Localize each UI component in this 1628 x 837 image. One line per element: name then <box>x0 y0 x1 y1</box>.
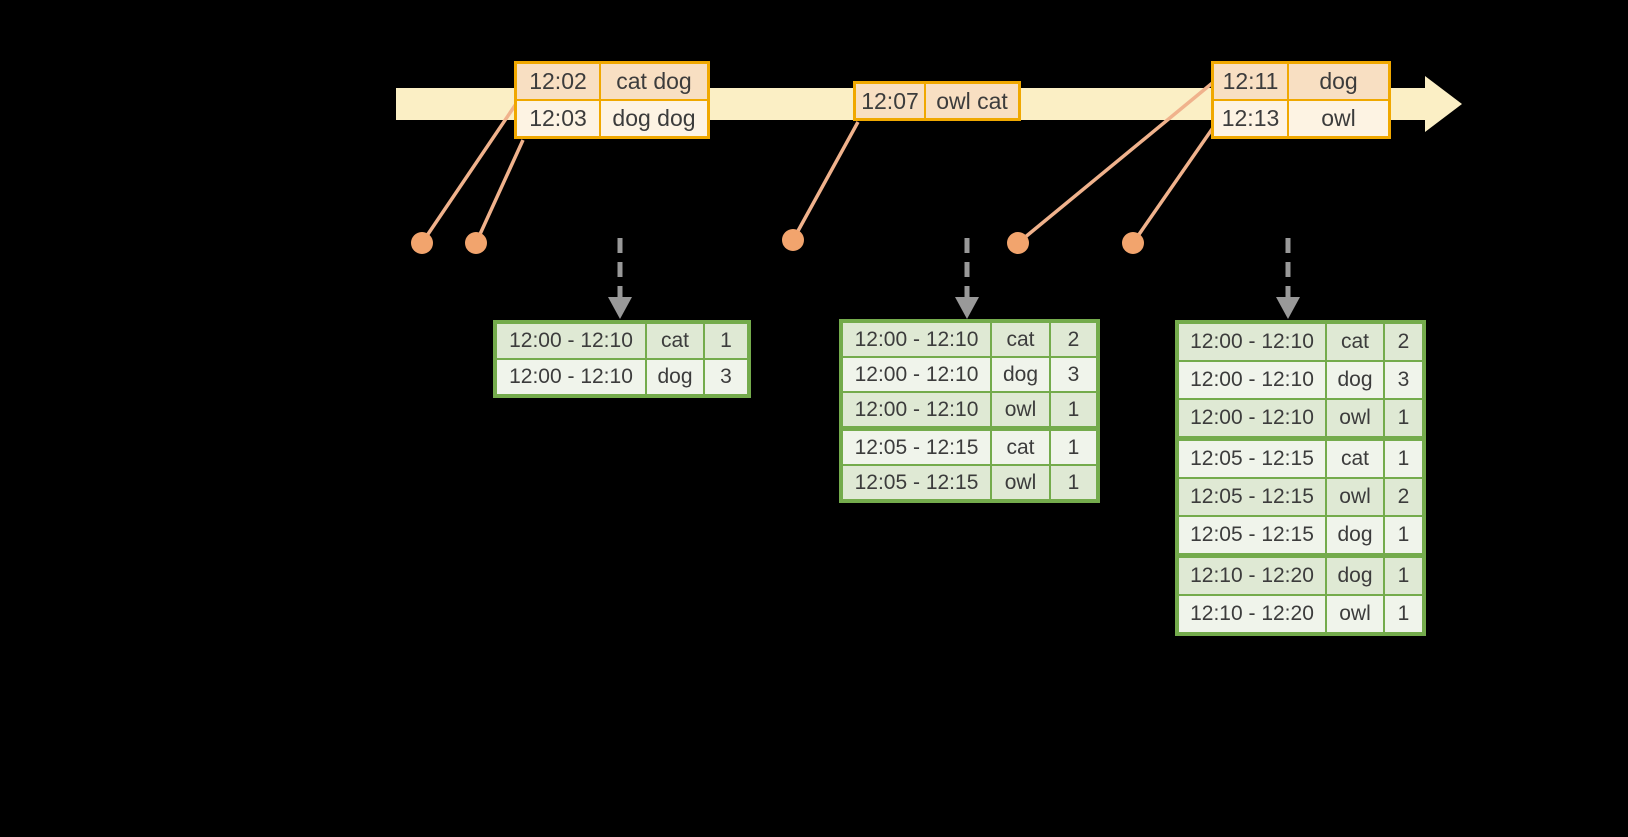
window-cell: 12:00 - 12:10 <box>1179 362 1325 398</box>
result-row: 12:00 - 12:10 cat 2 <box>1179 324 1422 360</box>
window-cell: 12:10 - 12:20 <box>1179 558 1325 594</box>
window-cell: 12:00 - 12:10 <box>1179 324 1325 360</box>
event-words: owl <box>1289 101 1388 136</box>
event-connector-line <box>791 121 860 241</box>
trigger-arrows <box>608 238 1300 319</box>
count-cell: 1 <box>1385 517 1422 553</box>
result-row: 12:05 - 12:15 owl 1 <box>843 466 1096 499</box>
window-cell: 12:05 - 12:15 <box>1179 517 1325 553</box>
event-dot <box>1122 232 1144 254</box>
event-connectors <box>420 78 1219 245</box>
event-dots <box>411 229 1144 254</box>
result-row: 12:00 - 12:10 dog 3 <box>1179 362 1422 398</box>
result-row: 12:10 - 12:20 owl 1 <box>1179 596 1422 632</box>
window-cell: 12:00 - 12:10 <box>843 323 990 356</box>
event-row: 12:07 owl cat <box>856 84 1018 118</box>
event-connector-line <box>420 100 520 244</box>
result-row: 12:05 - 12:15 dog 1 <box>1179 517 1422 553</box>
result-table-2: 12:00 - 12:10 cat 2 12:00 - 12:10 dog 3 … <box>839 319 1100 503</box>
word-cell: cat <box>1327 324 1383 360</box>
result-row: 12:00 - 12:10 dog 3 <box>497 360 747 394</box>
count-cell: 1 <box>705 324 747 358</box>
result-row: 12:00 - 12:10 cat 1 <box>497 324 747 358</box>
word-cell: owl <box>992 393 1049 426</box>
window-cell: 12:00 - 12:10 <box>1179 400 1325 436</box>
event-dot <box>411 232 433 254</box>
count-cell: 1 <box>1385 441 1422 477</box>
event-box-3: 12:11 dog 12:13 owl <box>1211 61 1391 139</box>
word-cell: dog <box>1327 558 1383 594</box>
window-cell: 12:05 - 12:15 <box>1179 441 1325 477</box>
event-row: 12:03 dog dog <box>517 101 707 136</box>
count-cell: 1 <box>1385 400 1422 436</box>
result-row: 12:05 - 12:15 cat 1 <box>843 431 1096 464</box>
window-cell: 12:05 - 12:15 <box>843 466 990 499</box>
event-row: 12:02 cat dog <box>517 64 707 99</box>
word-cell: owl <box>992 466 1049 499</box>
event-dot <box>465 232 487 254</box>
event-words: cat dog <box>601 64 707 99</box>
event-time: 12:11 <box>1214 64 1287 99</box>
trigger-down-arrowhead-icon <box>1276 297 1300 319</box>
event-words: owl cat <box>926 84 1018 118</box>
window-cell: 12:00 - 12:10 <box>843 393 990 426</box>
count-cell: 3 <box>1051 358 1096 391</box>
word-cell: cat <box>647 324 703 358</box>
count-cell: 1 <box>1051 393 1096 426</box>
result-row: 12:00 - 12:10 owl 1 <box>1179 400 1422 436</box>
word-cell: dog <box>992 358 1049 391</box>
result-table-3: 12:00 - 12:10 cat 2 12:00 - 12:10 dog 3 … <box>1175 320 1426 636</box>
word-cell: dog <box>647 360 703 394</box>
window-cell: 12:00 - 12:10 <box>843 358 990 391</box>
window-cell: 12:10 - 12:20 <box>1179 596 1325 632</box>
event-box-1: 12:02 cat dog 12:03 dog dog <box>514 61 710 139</box>
count-cell: 3 <box>1385 362 1422 398</box>
trigger-down-arrowhead-icon <box>955 297 979 319</box>
event-time: 12:13 <box>1214 101 1287 136</box>
count-cell: 2 <box>1051 323 1096 356</box>
count-cell: 1 <box>1385 596 1422 632</box>
word-cell: cat <box>1327 441 1383 477</box>
word-cell: dog <box>1327 517 1383 553</box>
count-cell: 3 <box>705 360 747 394</box>
window-cell: 12:05 - 12:15 <box>843 431 990 464</box>
result-table-1: 12:00 - 12:10 cat 1 12:00 - 12:10 dog 3 <box>493 320 751 398</box>
event-words: dog <box>1289 64 1388 99</box>
window-cell: 12:00 - 12:10 <box>497 360 645 394</box>
event-dot <box>782 229 804 251</box>
result-row: 12:05 - 12:15 owl 2 <box>1179 479 1422 515</box>
result-row: 12:00 - 12:10 dog 3 <box>843 358 1096 391</box>
result-row: 12:05 - 12:15 cat 1 <box>1179 441 1422 477</box>
event-row: 12:11 dog <box>1214 64 1388 99</box>
result-row: 12:00 - 12:10 owl 1 <box>843 393 1096 426</box>
word-cell: dog <box>1327 362 1383 398</box>
word-cell: owl <box>1327 400 1383 436</box>
event-box-2: 12:07 owl cat <box>853 81 1021 121</box>
event-row: 12:13 owl <box>1214 101 1388 136</box>
timeline-arrowhead-icon <box>1425 76 1462 132</box>
event-dot <box>1007 232 1029 254</box>
event-connector-line <box>1016 78 1218 245</box>
window-cell: 12:05 - 12:15 <box>1179 479 1325 515</box>
trigger-down-arrowhead-icon <box>608 297 632 319</box>
event-connector-line <box>1131 121 1219 244</box>
window-cell: 12:00 - 12:10 <box>497 324 645 358</box>
word-cell: owl <box>1327 479 1383 515</box>
result-row: 12:00 - 12:10 cat 2 <box>843 323 1096 356</box>
event-time: 12:03 <box>517 101 599 136</box>
word-cell: owl <box>1327 596 1383 632</box>
word-cell: cat <box>992 431 1049 464</box>
count-cell: 1 <box>1051 431 1096 464</box>
count-cell: 2 <box>1385 479 1422 515</box>
event-time: 12:02 <box>517 64 599 99</box>
count-cell: 1 <box>1051 466 1096 499</box>
word-cell: cat <box>992 323 1049 356</box>
event-time: 12:07 <box>856 84 924 118</box>
count-cell: 2 <box>1385 324 1422 360</box>
result-row: 12:10 - 12:20 dog 1 <box>1179 558 1422 594</box>
event-connector-line <box>474 139 525 244</box>
count-cell: 1 <box>1385 558 1422 594</box>
event-words: dog dog <box>601 101 707 136</box>
